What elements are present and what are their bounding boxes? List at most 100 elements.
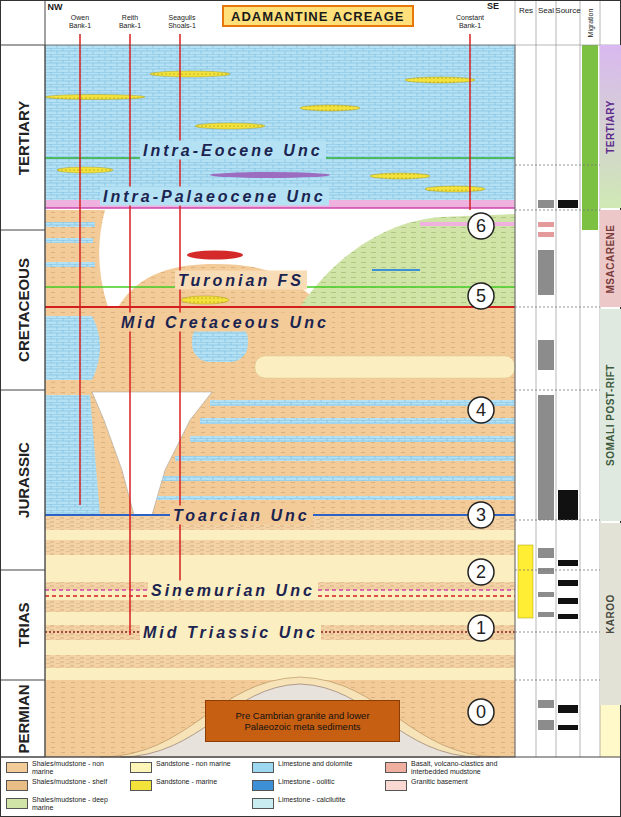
upper-cretaceous-strata	[45, 238, 93, 243]
unconformity-label: Turonian FS	[175, 271, 307, 290]
element-columns	[558, 200, 578, 208]
callout-number: 2	[476, 563, 486, 581]
tertiary-strata	[300, 105, 360, 111]
element-columns	[558, 598, 578, 604]
lower-cretaceous-strata	[45, 308, 515, 390]
legend-swatch	[6, 780, 28, 791]
direction-label: NW	[48, 2, 63, 12]
callout-circle	[468, 283, 494, 309]
element-columns	[538, 592, 554, 597]
element-columns	[558, 614, 578, 619]
callout-circle: 6	[467, 212, 495, 240]
upper-cretaceous-strata	[187, 251, 243, 260]
tertiary-strata	[45, 45, 515, 208]
legend-swatch	[252, 762, 274, 773]
element-columns	[582, 45, 598, 230]
element-columns	[538, 232, 554, 237]
tertiary-strata	[57, 167, 113, 173]
well-name: Owen Bank-1	[65, 14, 95, 30]
title-text: ADAMANTINE ACREAGE	[231, 9, 405, 24]
callout-number: 1	[476, 619, 486, 637]
element-columns	[538, 200, 554, 208]
well-name: Constant Bank-1	[453, 14, 487, 30]
jurassic-strata	[160, 476, 515, 481]
triassic-strata	[45, 655, 515, 668]
element-columns	[518, 545, 533, 618]
callout-circle: 5	[467, 282, 495, 310]
legend-text: Limestone - calcilutite	[278, 796, 370, 804]
element-columns	[538, 395, 554, 520]
element-columns	[538, 720, 554, 730]
frame-lines	[515, 0, 600, 757]
element-columns	[538, 222, 554, 227]
triassic-strata	[45, 640, 515, 655]
element-columns	[558, 705, 578, 713]
column-header: Seal	[538, 6, 554, 15]
element-columns	[538, 340, 554, 370]
triassic-strata	[45, 600, 515, 612]
jurassic-strata	[190, 436, 515, 442]
upper-cretaceous-strata	[45, 306, 515, 308]
well-name: Seagulls Shoals-1	[162, 14, 202, 30]
permian-strata	[100, 677, 500, 757]
tertiary-strata	[370, 173, 430, 179]
legend-swatch	[252, 798, 274, 809]
direction-label: SE	[487, 1, 499, 11]
callout-circle: 2	[467, 558, 495, 586]
element-columns	[538, 568, 554, 574]
permian-strata	[45, 677, 515, 757]
well-lines	[129, 34, 131, 635]
megasequence-band: TERTIARY	[600, 45, 621, 208]
basement-label: Pre Cambrian granite and lower Palaeozoi…	[212, 710, 393, 732]
legend-text: Basalt, volcano-clastics and interbedded…	[411, 760, 533, 776]
period-label: TRIAS	[15, 603, 30, 648]
upper-cretaceous-strata	[45, 210, 108, 307]
callout-number: 4	[476, 401, 486, 419]
jurassic-strata	[92, 392, 212, 515]
well-lines	[80, 34, 470, 635]
legend-swatch	[385, 780, 407, 791]
tertiary-strata	[45, 45, 515, 205]
tertiary-strata	[405, 77, 475, 83]
legend-text: Sandstone - marine	[156, 778, 248, 786]
well-lines	[79, 34, 81, 505]
unconformity-label: Mid Triassic Unc	[140, 623, 321, 642]
jurassic-strata	[45, 395, 100, 515]
callout-circle	[468, 699, 494, 725]
callout-number: 5	[476, 287, 486, 305]
tertiary-strata	[150, 71, 230, 77]
unconformity-label: Intra-Palaeocene Unc	[100, 187, 329, 206]
legend-swatch	[130, 780, 152, 791]
megasequence-band: SOMALI POST-RIFT	[600, 309, 621, 521]
period-band: TERTIARY	[0, 45, 45, 230]
triassic-strata	[45, 668, 515, 680]
jurassic-strata	[150, 496, 515, 500]
title-box: ADAMANTINE ACREAGE	[222, 5, 414, 27]
unconformity-label: Toarcian Unc	[170, 506, 313, 525]
legend-swatch	[385, 762, 407, 773]
element-columns	[558, 560, 578, 566]
jurassic-strata	[175, 456, 515, 461]
frame-lines	[0, 45, 45, 757]
frame-lines	[45, 45, 515, 757]
period-band: JURASSIC	[0, 390, 45, 570]
element-columns	[515, 165, 600, 680]
well-lines	[469, 34, 471, 210]
callout-circle: 0	[467, 698, 495, 726]
jurassic-strata	[200, 418, 515, 424]
callout-circle	[468, 559, 494, 585]
period-label: PERMIAN	[15, 684, 30, 753]
column-header: Migration	[587, 9, 594, 38]
unconformity-label: Intra-Eocene Unc	[140, 141, 326, 160]
megasequence-label: SOMALI POST-RIFT	[606, 364, 616, 466]
lower-cretaceous-strata	[45, 308, 515, 390]
tertiary-strata	[195, 123, 265, 129]
period-label: JURASSIC	[15, 442, 30, 518]
basement-box: Pre Cambrian granite and lower Palaeozoi…	[205, 700, 400, 742]
element-columns	[515, 45, 621, 757]
element-columns	[538, 612, 554, 617]
period-band: CRETACEOUS	[0, 230, 45, 390]
upper-cretaceous-strata	[45, 222, 95, 227]
